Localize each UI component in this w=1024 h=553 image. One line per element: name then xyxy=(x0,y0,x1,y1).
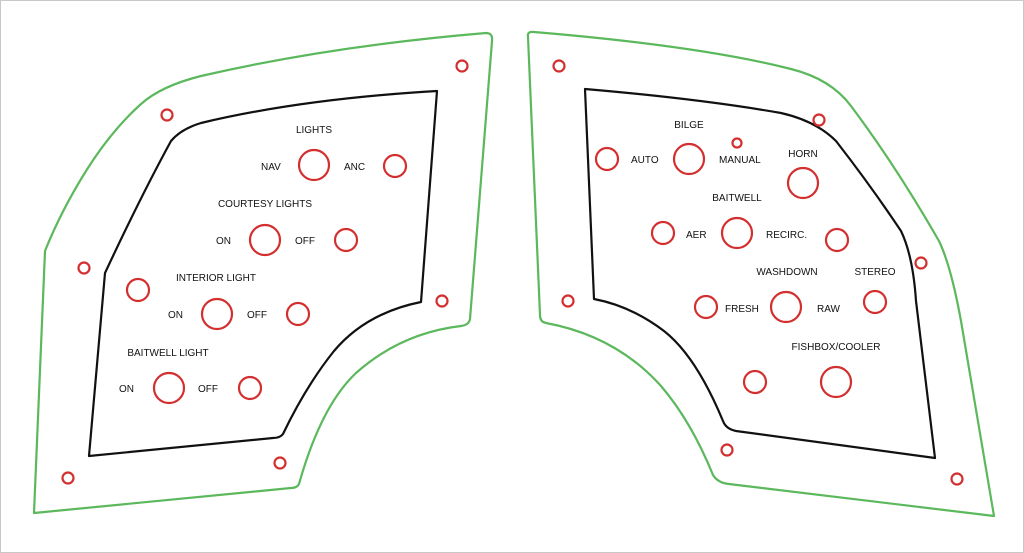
mounting-hole xyxy=(914,256,928,270)
baitwell-heading: BAITWELL xyxy=(712,193,762,204)
fishbox-switch-left[interactable] xyxy=(742,369,768,395)
mounting-hole xyxy=(561,294,575,308)
mounting-hole xyxy=(61,471,75,485)
interior-off-switch[interactable] xyxy=(285,301,311,327)
mounting-hole xyxy=(720,443,734,457)
baitwell-light-heading: BAITWELL LIGHT xyxy=(127,348,208,359)
courtesy-heading: COURTESY LIGHTS xyxy=(218,199,312,210)
mounting-hole xyxy=(552,59,566,73)
left-panel: LIGHTS NAV ANC COURTESY LIGHTS ON OFF IN… xyxy=(32,31,494,515)
baitwell-recirc-switch[interactable] xyxy=(824,227,850,253)
mounting-hole xyxy=(435,294,449,308)
courtesy-off-switch[interactable] xyxy=(333,227,359,253)
stereo-switch[interactable] xyxy=(862,289,888,315)
anc-label: ANC xyxy=(344,162,365,173)
aer-label: AER xyxy=(686,230,707,241)
lights-heading: LIGHTS xyxy=(296,125,332,136)
stereo-label: STEREO xyxy=(854,267,895,278)
raw-label: RAW xyxy=(817,304,841,315)
bilge-heading: BILGE xyxy=(674,120,704,131)
mounting-hole xyxy=(273,456,287,470)
mounting-hole xyxy=(950,472,964,486)
washdown-extra-switch[interactable] xyxy=(693,294,719,320)
fresh-label: FRESH xyxy=(725,304,759,315)
right-panel: BILGE AUTO MANUAL HORN BAITWELL AER RECI… xyxy=(526,30,996,518)
fishbox-switch-right[interactable] xyxy=(819,365,853,399)
right-outer-outline xyxy=(526,30,996,518)
interior-extra-switch[interactable] xyxy=(125,277,151,303)
baitwell-off-label: OFF xyxy=(198,384,218,395)
interior-off-label: OFF xyxy=(247,310,267,321)
auto-label: AUTO xyxy=(631,155,659,166)
interior-heading: INTERIOR LIGHT xyxy=(176,273,256,284)
nav-label: NAV xyxy=(261,162,281,173)
interior-on-switch[interactable] xyxy=(200,297,234,331)
left-inner-panel xyxy=(87,89,439,458)
baitwell-off-switch[interactable] xyxy=(237,375,263,401)
mounting-hole xyxy=(160,108,174,122)
baitwell-on-label: ON xyxy=(119,384,134,395)
baitwell-extra-switch[interactable] xyxy=(650,220,676,246)
right-inner-panel xyxy=(583,87,937,460)
bilge-indicator xyxy=(731,137,743,149)
mounting-hole xyxy=(812,113,826,127)
bilge-extra-switch[interactable] xyxy=(594,146,620,172)
courtesy-on-label: ON xyxy=(216,236,231,247)
washdown-fresh-switch[interactable] xyxy=(769,290,803,324)
interior-on-label: ON xyxy=(168,310,183,321)
washdown-heading: WASHDOWN xyxy=(756,267,817,278)
baitwell-aer-switch[interactable] xyxy=(720,216,754,250)
manual-label: MANUAL xyxy=(719,155,761,166)
mounting-hole xyxy=(455,59,469,73)
anc-switch[interactable] xyxy=(382,153,408,179)
mounting-hole xyxy=(77,261,91,275)
horn-switch[interactable] xyxy=(786,166,820,200)
horn-label: HORN xyxy=(788,149,817,160)
courtesy-on-switch[interactable] xyxy=(248,223,282,257)
bilge-auto-switch[interactable] xyxy=(672,142,706,176)
nav-switch[interactable] xyxy=(297,148,331,182)
fishbox-heading: FISHBOX/COOLER xyxy=(792,342,881,353)
courtesy-off-label: OFF xyxy=(295,236,315,247)
left-outer-outline xyxy=(32,31,494,515)
baitwell-on-switch[interactable] xyxy=(152,371,186,405)
recirc-label: RECIRC. xyxy=(766,230,807,241)
